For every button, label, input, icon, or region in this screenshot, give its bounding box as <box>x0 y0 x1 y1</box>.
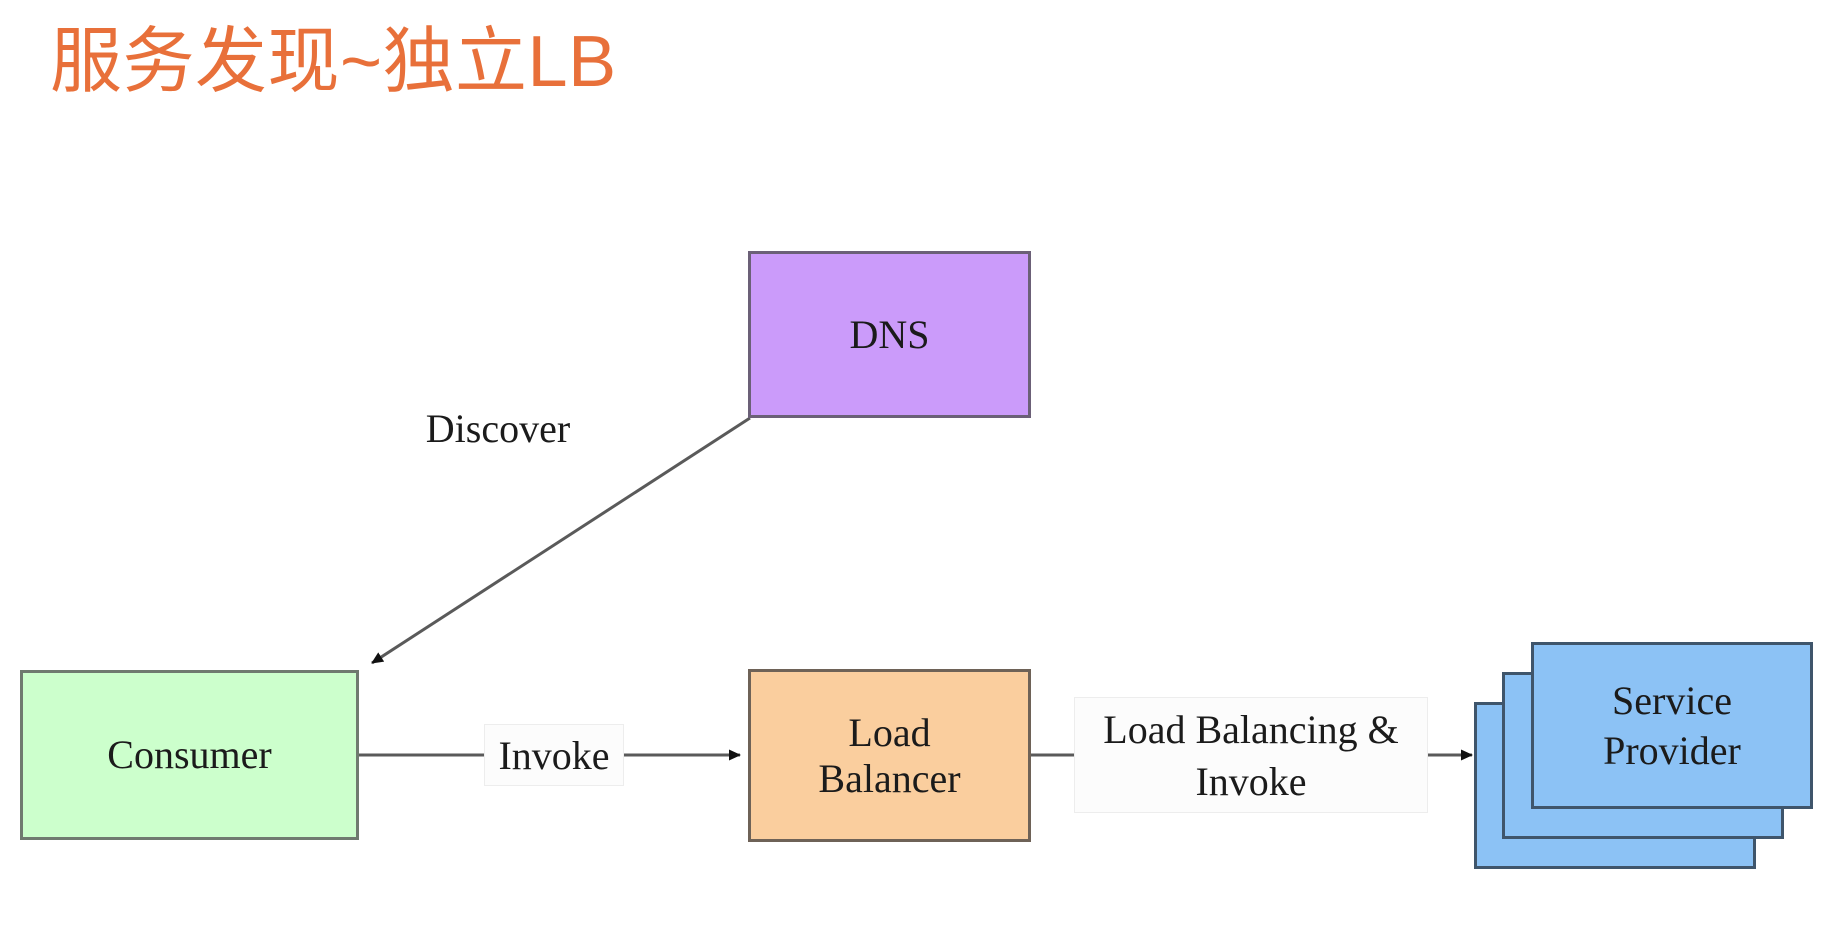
node-consumer[interactable]: Consumer <box>20 670 359 840</box>
node-service-provider-layer-front[interactable]: Service Provider <box>1531 642 1813 809</box>
node-service-provider[interactable]: Service Provider <box>1474 642 1816 870</box>
node-dns-label: DNS <box>849 311 930 357</box>
node-load-balancer[interactable]: Load Balancer <box>748 669 1031 842</box>
node-service-provider-label-line1: Service <box>1612 677 1732 723</box>
edge-label-load-balancing-invoke: Load Balancing & Invoke <box>1074 697 1428 813</box>
node-dns[interactable]: DNS <box>748 251 1031 418</box>
node-consumer-label: Consumer <box>107 732 272 777</box>
node-service-provider-label-line2: Provider <box>1603 727 1741 773</box>
edge-label-load-balancing-invoke-line1: Load Balancing & <box>1103 707 1399 752</box>
page-title: 服务发现~独立LB <box>50 22 617 102</box>
edge-label-load-balancing-invoke-line2: Invoke <box>1195 759 1307 804</box>
edge-label-invoke: Invoke <box>484 724 624 786</box>
node-load-balancer-label-line2: Balancer <box>818 755 961 801</box>
edge-label-discover: Discover <box>425 406 571 451</box>
node-load-balancer-label-line1: Load <box>848 709 931 755</box>
edge-line-dns-to-consumer <box>371 416 751 665</box>
node-service-provider-label: Service Provider <box>1603 676 1741 776</box>
node-load-balancer-label: Load Balancer <box>818 710 960 802</box>
